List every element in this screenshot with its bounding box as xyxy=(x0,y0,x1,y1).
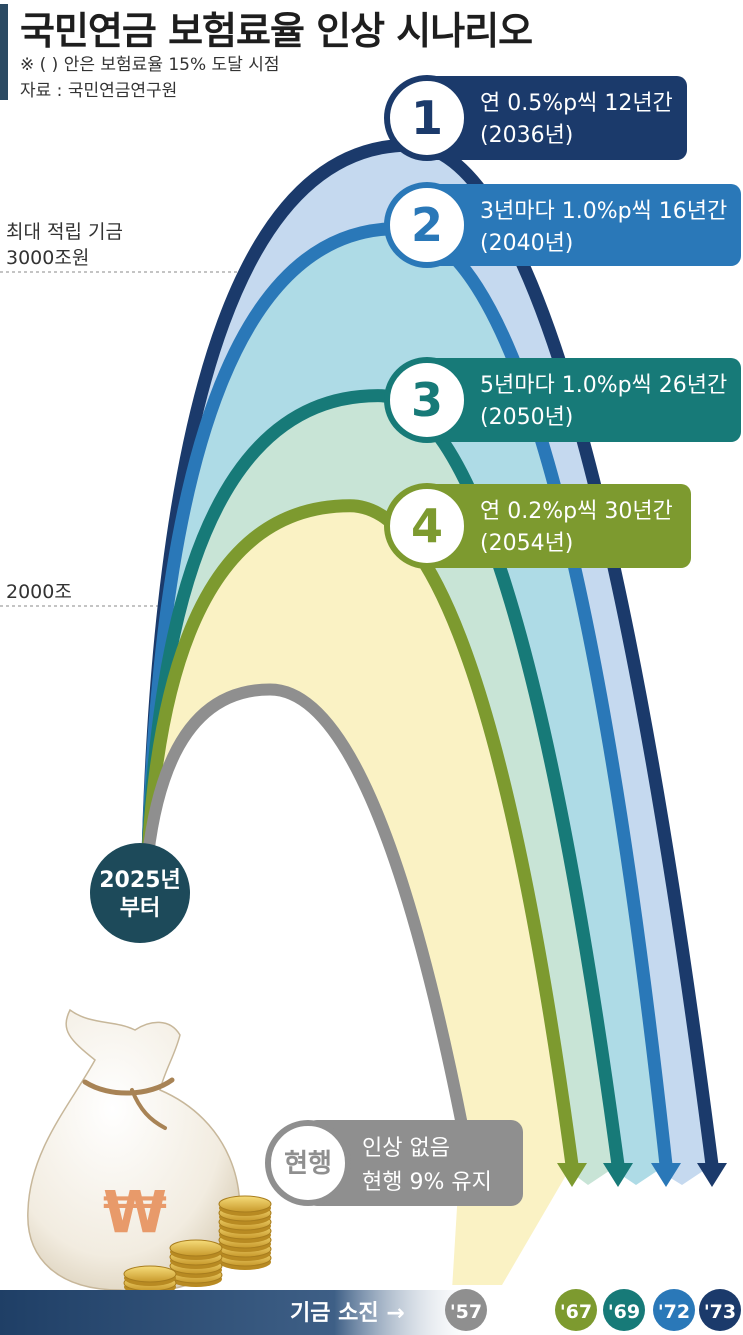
depletion-label: 기금 소진 → xyxy=(290,1301,405,1326)
depletion-year: '72 xyxy=(658,1301,690,1323)
page-title: 국민연금 보험료율 인상 시나리오 xyxy=(20,9,533,53)
scenario-box-4 xyxy=(425,484,691,568)
y-tick-label: 2000조 xyxy=(6,581,72,603)
y-tick-label: 최대 적립 기금 xyxy=(6,221,123,243)
scenario-number: 3 xyxy=(411,373,443,427)
title-accent-bar xyxy=(0,4,8,100)
scenario-number-badge xyxy=(384,483,470,569)
start-label: 부터 xyxy=(120,896,160,921)
scenario-reach-year: (2040년) xyxy=(480,231,573,256)
series-line-현행 xyxy=(142,683,468,1127)
depletion-year: '73 xyxy=(704,1301,736,1323)
y-tick-label: 3000조원 xyxy=(6,247,89,269)
header: 국민연금 보험료율 인상 시나리오 ※ ( ) 안은 보험료율 15% 도달 시… xyxy=(0,0,743,110)
depletion-badge-현행 xyxy=(445,1289,487,1331)
scenario-number-badge xyxy=(384,182,470,268)
start-marker xyxy=(90,843,190,943)
scenario-name: 3년마다 1.0%p씩 16년간 xyxy=(480,199,727,224)
series-arrowhead-1 xyxy=(697,1163,727,1187)
scenario-box-1 xyxy=(425,76,687,160)
scenario-reach-year: (2050년) xyxy=(480,405,573,430)
scenario-number: 1 xyxy=(411,91,443,145)
scenario-name: 연 0.2%p씩 30년간 xyxy=(480,499,673,524)
scenario-number-badge xyxy=(384,75,470,161)
depletion-badge-4 xyxy=(555,1289,597,1331)
coin-icon xyxy=(123,1265,177,1283)
scenario-reach-year: (2036년) xyxy=(480,123,573,148)
depletion-badge-1 xyxy=(699,1289,741,1331)
scenario-name: 5년마다 1.0%p씩 26년간 xyxy=(480,373,727,398)
start-label: 2025년 xyxy=(99,868,180,893)
money-bag-icon xyxy=(27,1008,241,1292)
current-box xyxy=(305,1120,523,1206)
series-arrowhead-4 xyxy=(557,1163,587,1187)
scenario-number: 2 xyxy=(411,198,443,252)
depletion-badge-3 xyxy=(603,1289,645,1331)
scenario-number-badge xyxy=(384,357,470,443)
depletion-year: '69 xyxy=(608,1301,640,1323)
money-bag-tie-icon xyxy=(82,1077,175,1096)
depletion-year: '57 xyxy=(450,1301,482,1323)
scenario-number: 4 xyxy=(411,499,443,553)
won-symbol-icon: ₩ xyxy=(103,1178,167,1246)
depletion-badge-2 xyxy=(653,1289,695,1331)
scenario-reach-year: (2054년) xyxy=(480,531,573,556)
scenario-box-2 xyxy=(425,184,741,266)
current-name: 인상 없음 xyxy=(362,1136,450,1161)
money-bag-string-icon xyxy=(130,1088,167,1130)
subtitle-note: ※ ( ) 안은 보험료율 15% 도달 시점 xyxy=(20,55,280,75)
source-note: 자료 : 국민연금연구원 xyxy=(20,81,178,101)
series-line-4 xyxy=(141,499,579,1166)
current-badge xyxy=(265,1120,351,1206)
scenario-box-3 xyxy=(425,358,741,442)
scenario-name: 연 0.5%p씩 12년간 xyxy=(480,91,673,116)
series-arrowhead-3 xyxy=(603,1163,633,1187)
coin-icon xyxy=(169,1239,223,1257)
current-badge-label: 현행 xyxy=(284,1149,332,1179)
depletion-year: '67 xyxy=(560,1301,592,1323)
current-note: 현행 9% 유지 xyxy=(362,1170,492,1195)
series-arrowhead-2 xyxy=(651,1163,681,1187)
coin-icon xyxy=(218,1195,272,1213)
